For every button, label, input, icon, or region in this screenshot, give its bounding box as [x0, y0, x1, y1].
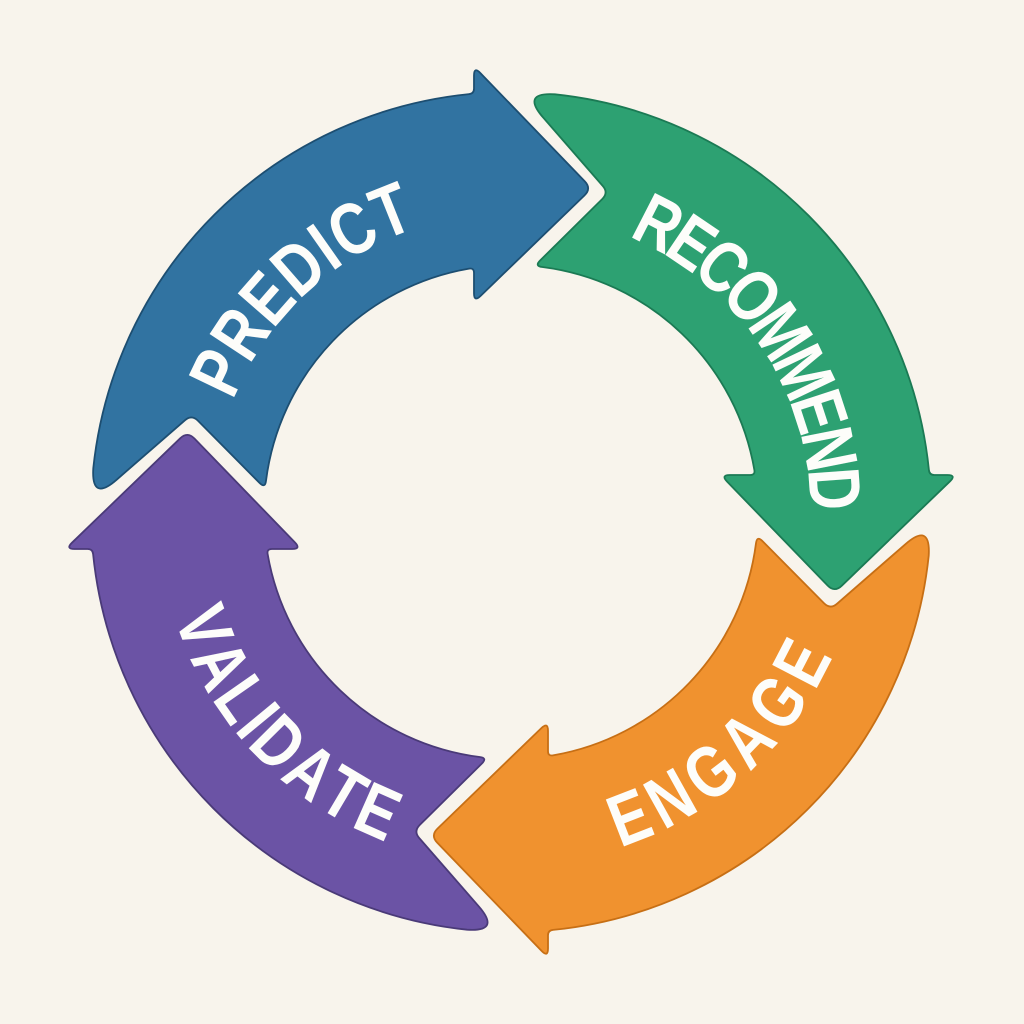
svg-text:D: D [792, 465, 877, 513]
